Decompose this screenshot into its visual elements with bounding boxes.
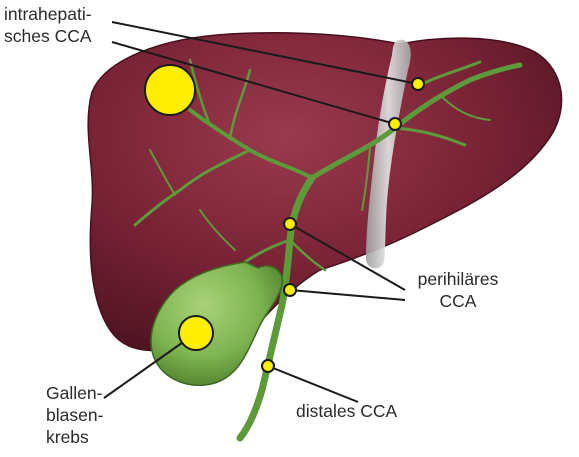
tumor-marker-intra-1 [412, 78, 424, 90]
tumor-marker-intra-2 [389, 118, 401, 130]
label-distal-cca: distales CCA [296, 400, 397, 422]
label-line: perihiläres [410, 268, 506, 290]
label-line: CCA [410, 290, 506, 312]
label-line: blasen- [46, 404, 103, 426]
tumor-marker-distal [262, 360, 274, 372]
tumor-marker-gallbladder [179, 316, 213, 350]
label-perihilar-cca: perihiläres CCA [410, 268, 506, 312]
label-line: distales CCA [296, 400, 397, 422]
label-intrahepatic-cca: intrahepati- sches CCA [4, 3, 92, 47]
label-line: sches CCA [4, 25, 92, 47]
label-gallbladder-cancer: Gallen- blasen- krebs [46, 382, 103, 448]
tumor-marker-hilar [284, 284, 296, 296]
tumor-marker-perihilar [284, 218, 296, 230]
label-line: Gallen- [46, 382, 103, 404]
tumor-marker-large [145, 65, 195, 115]
label-line: krebs [46, 426, 103, 448]
label-line: intrahepati- [4, 3, 92, 25]
